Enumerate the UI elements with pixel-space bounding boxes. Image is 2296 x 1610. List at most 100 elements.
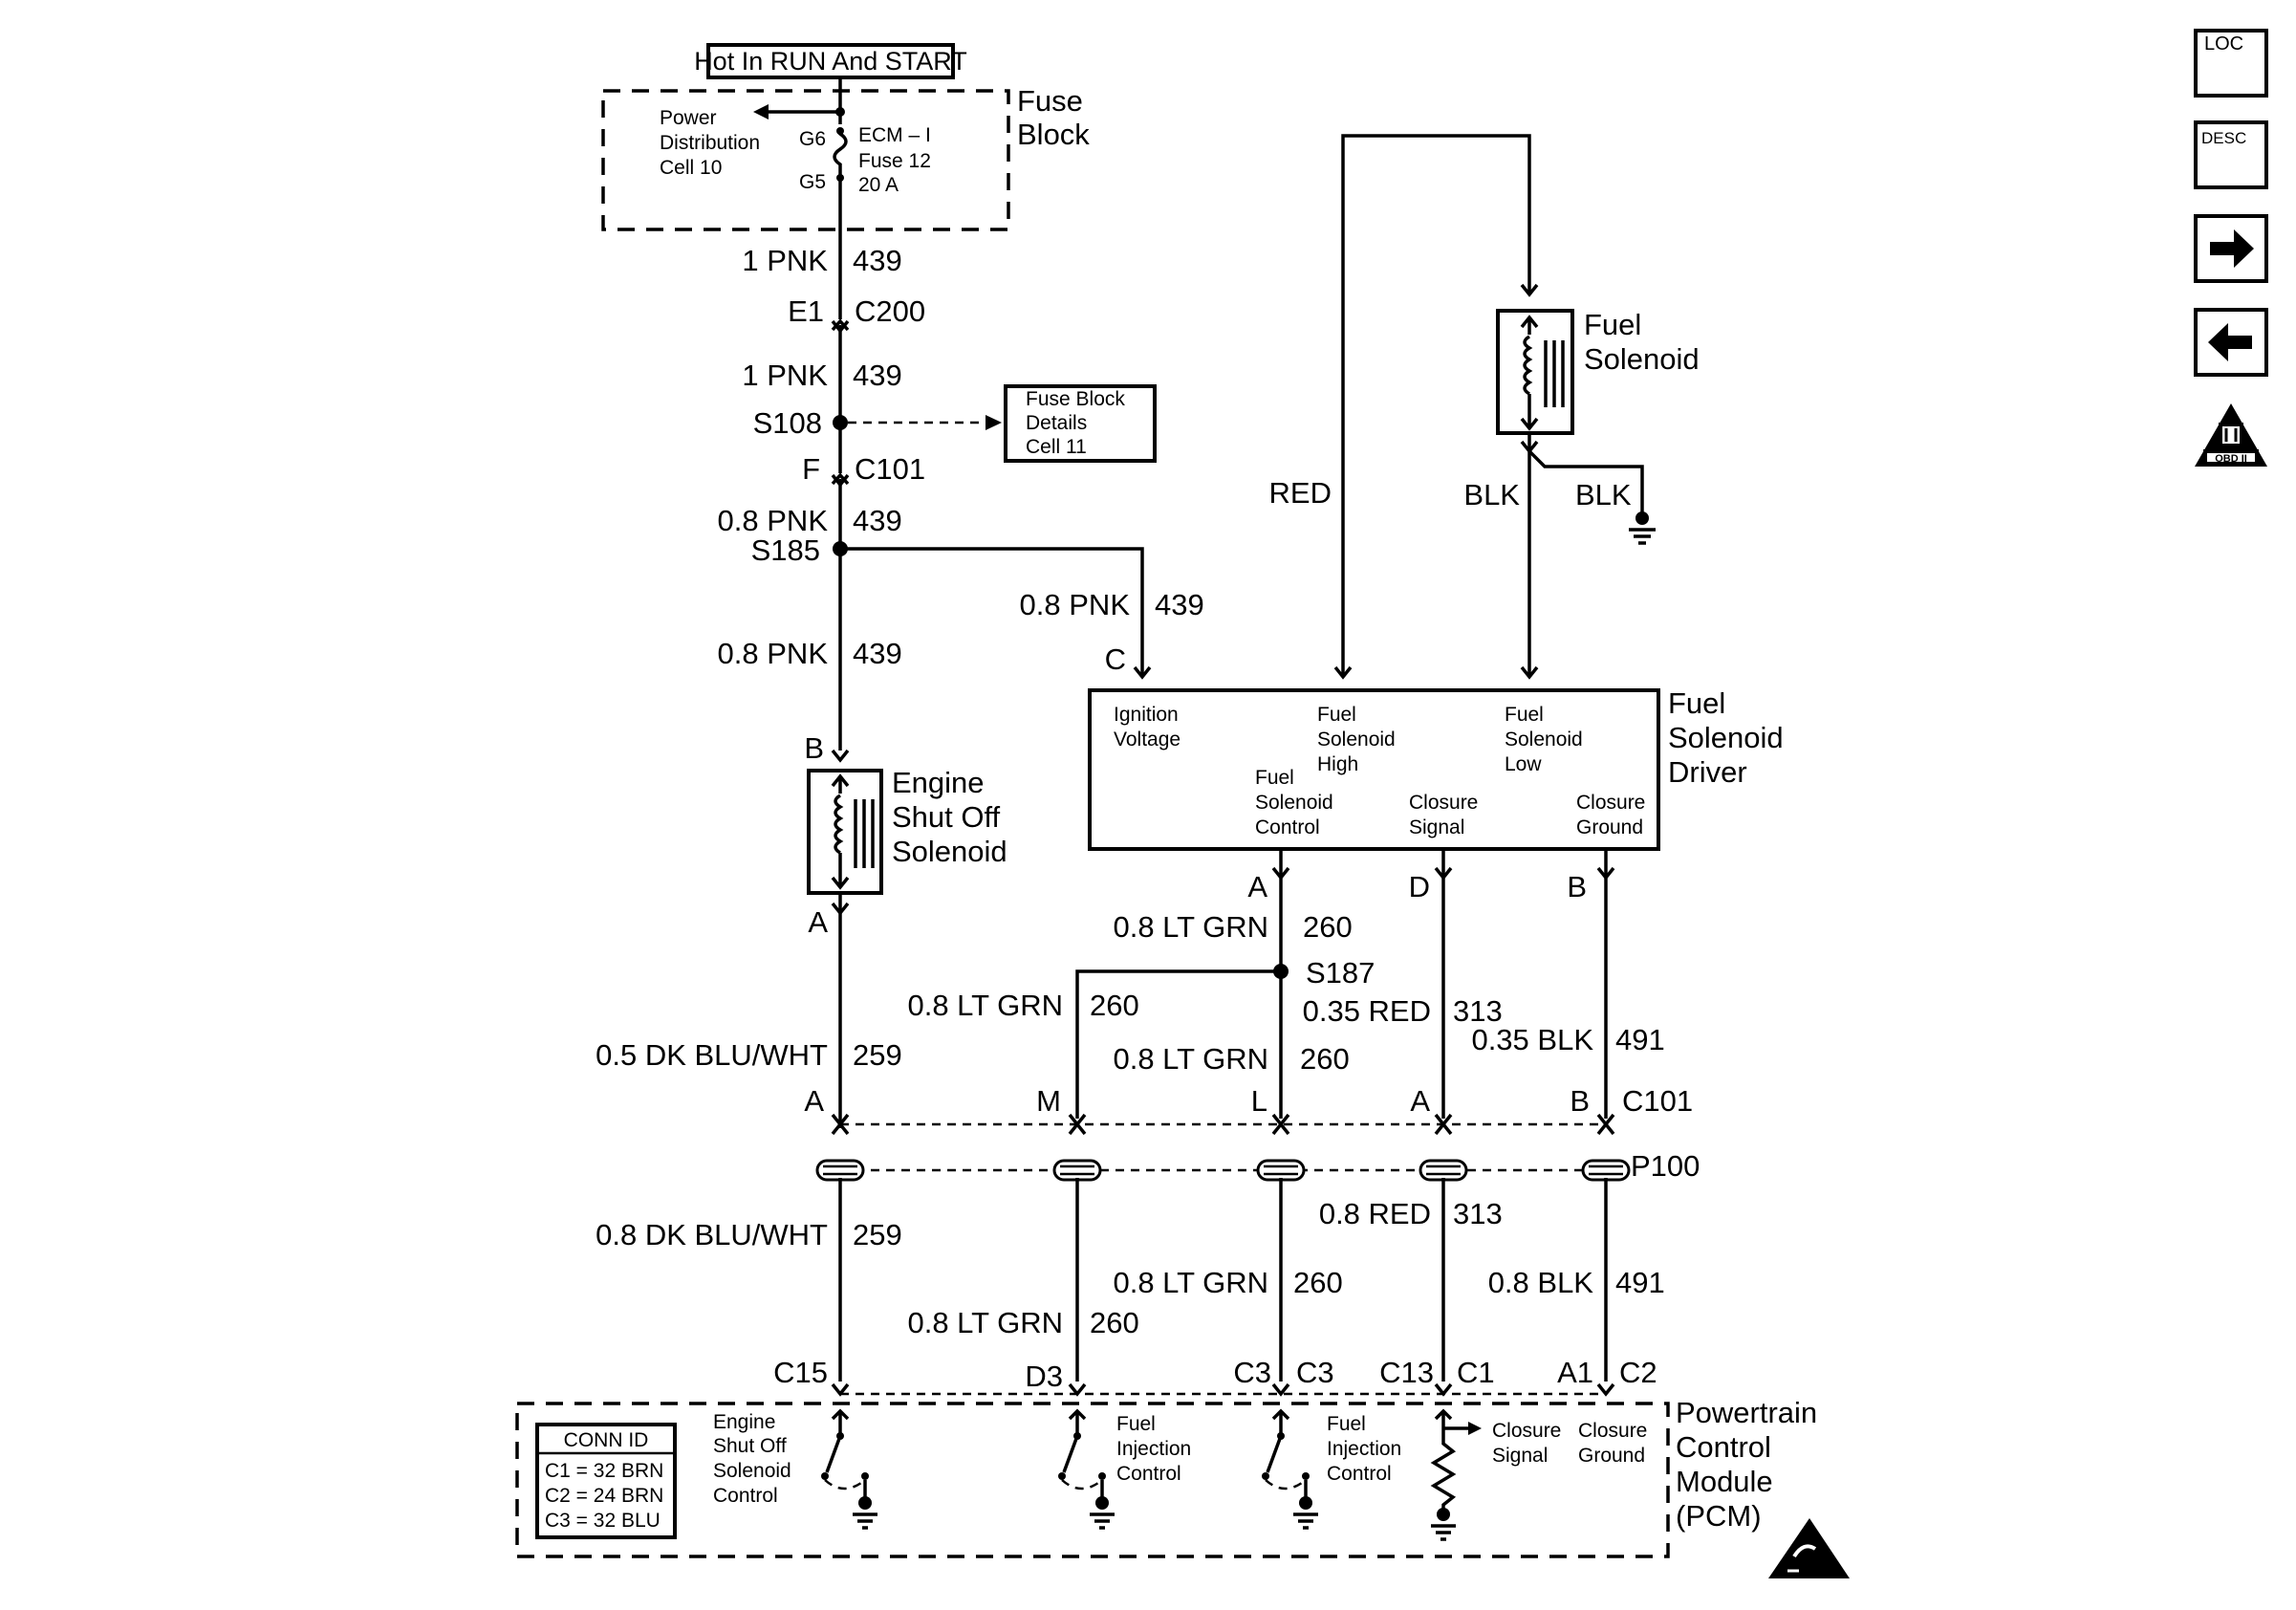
hot-in-run-and-start-label: Hot In RUN And START <box>694 43 967 79</box>
arrow-left-icon <box>2208 323 2252 361</box>
next-button[interactable] <box>2194 214 2268 283</box>
connector-label-c101: C101 <box>855 452 925 486</box>
pin-c1: C1 <box>1457 1356 1495 1389</box>
ref-text-2: Details <box>1026 412 1087 434</box>
pin-a: A <box>804 1084 824 1118</box>
driver-pin-label: High <box>1317 753 1358 775</box>
pin-c3: C3 <box>1296 1356 1334 1389</box>
desc-icon-text: DESC <box>2201 129 2246 147</box>
pin-g5: G5 <box>799 171 826 193</box>
pcm-circuit-label: Fuel <box>1116 1413 1156 1435</box>
wire-size: 0.35 BLK <box>1471 1023 1593 1056</box>
wire-size: 1 PNK <box>742 359 828 392</box>
connector-label-p100: P100 <box>1631 1149 1700 1183</box>
driver-pin-label: Ground <box>1576 816 1643 838</box>
connector-label-c200: C200 <box>855 294 925 328</box>
pin-e1: E1 <box>788 294 824 328</box>
arrow-icon <box>986 415 1002 430</box>
pcm-circuit-label: Injection <box>1116 1438 1191 1460</box>
driver-pin-label: Solenoid <box>1255 792 1333 814</box>
wire-size: 1 PNK <box>742 244 828 277</box>
wire-circuit: 260 <box>1300 1042 1350 1076</box>
splice-label-s185: S185 <box>751 533 820 567</box>
wire-circuit: 313 <box>1453 994 1503 1028</box>
wire-circuit: 260 <box>1090 1306 1139 1339</box>
pin-b: B <box>1570 1084 1590 1118</box>
desc-button[interactable]: DESC <box>2194 120 2268 189</box>
loc-button[interactable]: LOC <box>2194 29 2268 98</box>
wire-size: 0.8 DK BLU/WHT <box>596 1218 828 1251</box>
pcm-title: Powertrain <box>1676 1396 1817 1429</box>
driver-pin-label: Solenoid <box>1317 729 1396 751</box>
driver-title: Fuel <box>1668 686 1725 720</box>
power-distribution-label-3: Cell 10 <box>660 157 722 179</box>
conn-id-row: C3 = 32 BLU <box>545 1510 661 1532</box>
fuse-icon <box>833 128 848 229</box>
fuel-solenoid-label-2: Solenoid <box>1584 342 1700 376</box>
driver-pin-label: Fuel <box>1317 704 1356 726</box>
fuse-block: Fuse Block Power Distribution Cell 10 G6… <box>601 84 1090 231</box>
pcm-circuit-label: Fuel <box>1327 1413 1366 1435</box>
power-distribution-label-2: Distribution <box>660 132 760 154</box>
driver-pin-label: Closure <box>1576 792 1645 814</box>
pcm: Powertrain Control Module (PCM) CONN ID … <box>515 1396 1817 1558</box>
pin-b: B <box>804 731 824 765</box>
wire-circuit: 491 <box>1615 1266 1665 1299</box>
driver-pin-label: Control <box>1255 816 1320 838</box>
wire-size: 0.8 LT GRN <box>907 989 1063 1022</box>
pin-c: C <box>1105 642 1126 676</box>
pcm-circuit-label: Engine <box>713 1411 775 1433</box>
back-button[interactable] <box>2194 308 2268 377</box>
fuel-solenoid-driver: Ignition Voltage Fuel Solenoid High Fuel… <box>1088 688 1660 851</box>
pin-a: A <box>1247 870 1267 903</box>
coil-icon <box>1523 335 1533 396</box>
resistor-icon <box>1430 1408 1457 1511</box>
driver-pin-label: Voltage <box>1114 729 1180 751</box>
pin-c3: C3 <box>1233 1356 1271 1389</box>
pin-b: B <box>1567 870 1587 903</box>
fuel-solenoid-label: Fuel <box>1584 308 1641 341</box>
pin-f: F <box>802 452 820 486</box>
wire-circuit: 260 <box>1303 910 1353 944</box>
driver-pin-label: Closure <box>1409 792 1478 814</box>
engine-solenoid-label-3: Solenoid <box>892 835 1007 868</box>
inline-connectors <box>815 1113 1631 1182</box>
pin-l: L <box>1251 1084 1267 1118</box>
connector-c200 <box>831 318 850 334</box>
fuse-block-details-ref[interactable]: Fuse Block Details Cell 11 <box>1004 384 1157 463</box>
driver-pin-label: Fuel <box>1505 704 1544 726</box>
ref-text: Fuse Block <box>1026 388 1125 410</box>
driver-pin-label: Fuel <box>1255 767 1294 789</box>
pin-g6: G6 <box>799 128 826 150</box>
wire-circuit: 491 <box>1615 1023 1665 1056</box>
ref-text-3: Cell 11 <box>1026 436 1087 458</box>
wire-size: 0.35 RED <box>1303 994 1431 1028</box>
wire-circuit: 260 <box>1090 989 1139 1022</box>
pcm-circuit-label: Control <box>1116 1463 1181 1485</box>
pin-c2: C2 <box>1619 1356 1657 1389</box>
hot-label-text: Hot In RUN And START <box>694 47 967 76</box>
wire-size: 0.8 PNK <box>1020 588 1131 621</box>
pcm-circuit-label: Control <box>713 1485 778 1507</box>
driver-pin-label: Solenoid <box>1505 729 1583 751</box>
wire-size: 0.8 BLK <box>1488 1266 1594 1299</box>
wire-size: 0.8 PNK <box>718 504 829 537</box>
fuel-solenoid <box>1496 309 1574 435</box>
pcm-circuit-label: Signal <box>1492 1445 1548 1467</box>
wire-size: 0.8 LT GRN <box>907 1306 1063 1339</box>
conn-id-row: C1 = 32 BRN <box>545 1460 663 1482</box>
pin-c15: C15 <box>773 1356 828 1389</box>
inline-connector-pin <box>1419 1113 1468 1182</box>
pcm-circuit-label: Control <box>1327 1463 1392 1485</box>
pin-a: A <box>808 905 828 939</box>
pin-c13: C13 <box>1379 1356 1434 1389</box>
inline-connector-pin <box>1256 1113 1306 1182</box>
engine-solenoid-label-2: Shut Off <box>892 800 1001 834</box>
pcm-circuit-label: Closure <box>1492 1420 1561 1442</box>
conn-id-row: C2 = 24 BRN <box>545 1485 663 1507</box>
arrow-icon <box>1468 1422 1482 1435</box>
wire-circuit: 439 <box>853 244 902 277</box>
obd-ii-button[interactable]: OBD II <box>2195 403 2267 467</box>
fuse-label: ECM – I <box>858 124 931 146</box>
